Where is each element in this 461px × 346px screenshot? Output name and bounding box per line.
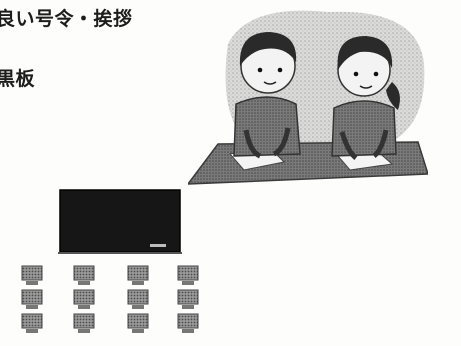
heading-good-greeting: 良い号令・挨拶 <box>0 8 133 30</box>
classroom-blackboard-desks-icon <box>21 189 199 333</box>
blackboard <box>59 189 181 253</box>
two-students-writing-icon <box>188 10 428 185</box>
desk-row-3 <box>21 313 199 329</box>
heading-blackboard: 黒板 <box>0 68 36 90</box>
desk-row-2 <box>21 289 199 305</box>
desk-row-1 <box>21 265 199 281</box>
